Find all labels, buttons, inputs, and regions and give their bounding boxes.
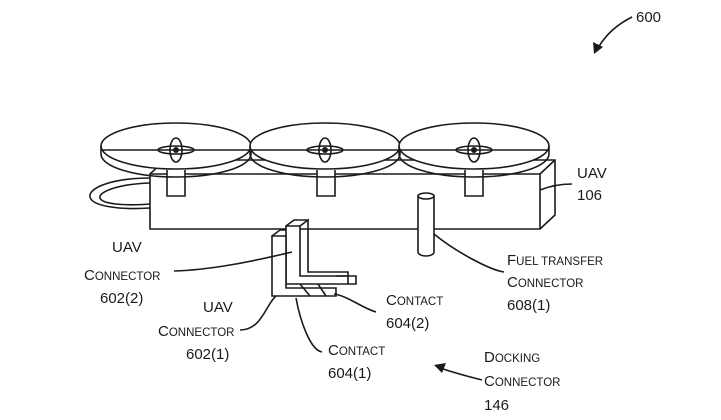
figure-ref-arrow	[593, 16, 633, 54]
fuel-transfer-connector	[417, 192, 435, 257]
svg-text:604(2): 604(2)	[386, 315, 429, 332]
uav-body	[149, 159, 556, 230]
svg-text:UAV: UAV	[112, 239, 142, 256]
uav-connectors	[271, 218, 357, 297]
label-uav-106: UAV 106	[577, 165, 607, 204]
svg-text:CONTACT: CONTACT	[386, 292, 443, 309]
svg-text:602(2): 602(2)	[100, 290, 143, 307]
svg-text:CONNECTOR: CONNECTOR	[158, 323, 234, 340]
svg-text:UAV: UAV	[577, 165, 607, 182]
svg-text:DOCKING: DOCKING	[484, 349, 540, 366]
svg-text:FUEL TRANSFER: FUEL TRANSFER	[507, 252, 603, 269]
svg-text:CONNECTOR: CONNECTOR	[507, 274, 583, 291]
label-docking-connector-146: DOCKING CONNECTOR 146	[484, 349, 560, 414]
label-fuel-transfer-608-1: FUEL TRANSFER CONNECTOR 608(1)	[507, 252, 603, 314]
svg-text:106: 106	[577, 187, 602, 204]
rotor-2	[249, 122, 401, 178]
rear-arm	[89, 177, 151, 210]
svg-text:CONNECTOR: CONNECTOR	[84, 267, 160, 284]
figure-ref-label: 600	[636, 9, 661, 26]
svg-text:CONTACT: CONTACT	[328, 342, 385, 359]
label-uav-connector-602-1: UAV CONNECTOR 602(1)	[158, 299, 234, 363]
rotor-1	[100, 122, 252, 178]
label-contact-604-2: CONTACT 604(2)	[386, 292, 443, 332]
label-contact-604-1: CONTACT 604(1)	[328, 342, 385, 382]
svg-text:UAV: UAV	[203, 299, 233, 316]
svg-text:CONNECTOR: CONNECTOR	[484, 373, 560, 390]
svg-text:602(1): 602(1)	[186, 346, 229, 363]
label-uav-connector-602-2: UAV CONNECTOR 602(2)	[84, 239, 160, 307]
svg-text:608(1): 608(1)	[507, 297, 550, 314]
svg-text:146: 146	[484, 397, 509, 414]
svg-text:604(1): 604(1)	[328, 365, 371, 382]
leader-lines	[173, 183, 573, 381]
rotor-3	[398, 122, 550, 178]
